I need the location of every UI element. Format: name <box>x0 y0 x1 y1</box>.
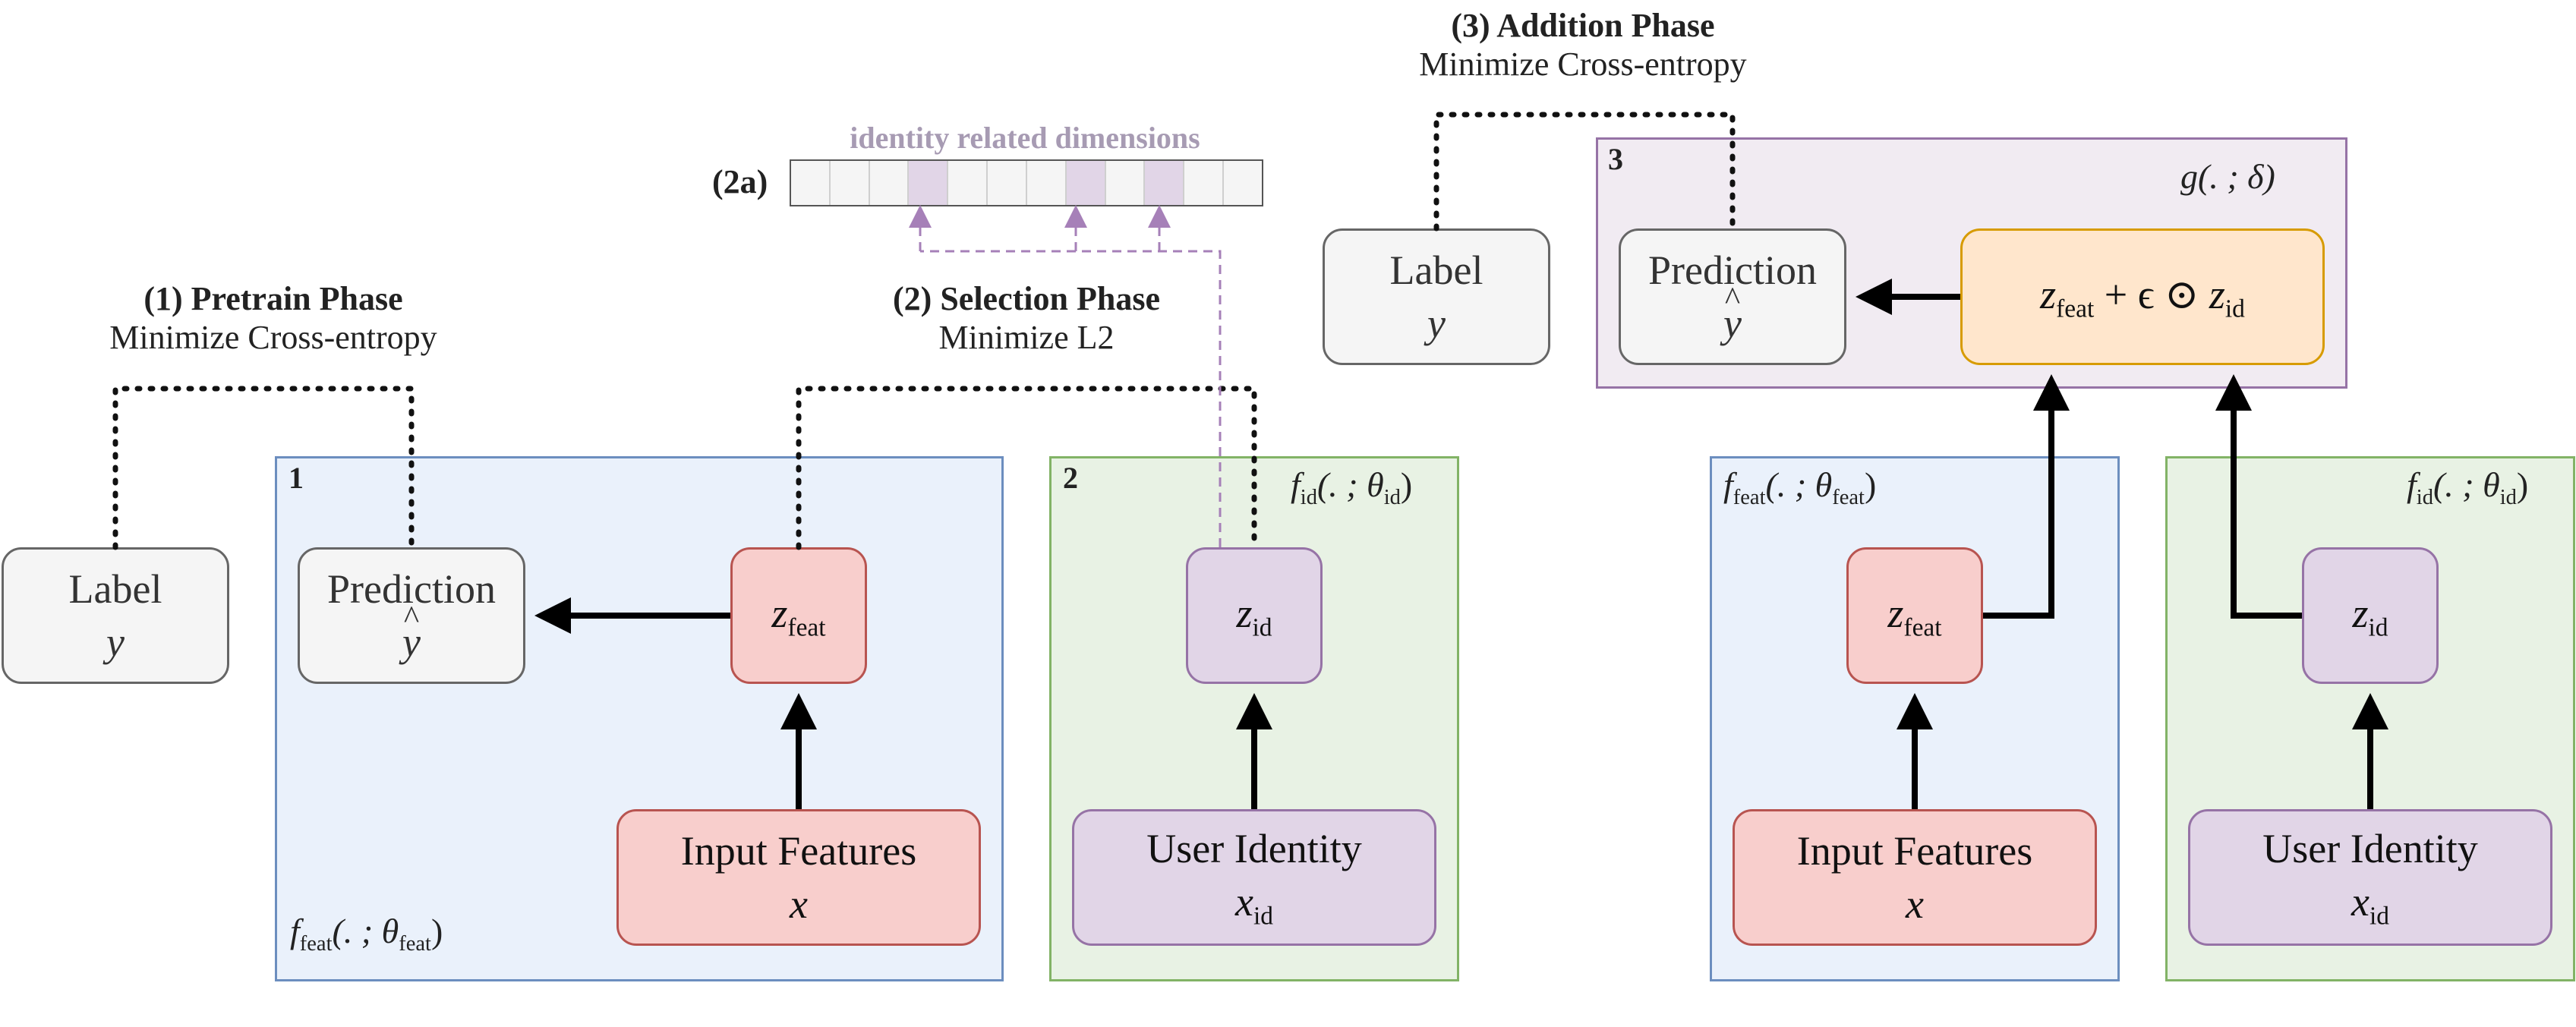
input-features-node-1: Input Features x <box>616 809 981 946</box>
label-text: Label <box>68 565 162 612</box>
func-sub: id <box>1300 485 1317 509</box>
panel-1-function-label: ffeat(. ; θfeat) <box>290 911 443 956</box>
z-feat-node-1: zfeat <box>730 547 867 684</box>
z-sub: feat <box>787 613 826 642</box>
user-identity-node-2: User Identity xid <box>1072 809 1436 946</box>
vector-cell <box>948 161 988 205</box>
func-name: f <box>290 912 300 950</box>
input-features-node-4: Input Features x <box>1733 809 2097 946</box>
func-args-sub: feat <box>1832 485 1865 509</box>
label-node-3: Label y <box>1323 228 1550 365</box>
func-close: ) <box>2516 465 2529 504</box>
z-sub: id <box>2368 613 2388 642</box>
prediction-node-1: Prediction y <box>298 547 525 684</box>
pretrain-phase-heading: (1) Pretrain Phase Minimize Cross-entrop… <box>46 279 501 357</box>
vector-cell-identity <box>1066 161 1106 205</box>
label-var: y <box>1427 301 1446 346</box>
combine-sub-id: id <box>2224 295 2245 323</box>
panel-3-number: 3 <box>1608 142 1623 176</box>
selection-phase-title: (2) Selection Phase <box>893 280 1160 317</box>
vector-cell <box>988 161 1027 205</box>
panel-4-function-label: ffeat(. ; θfeat) <box>1723 465 1876 510</box>
vector-cells <box>791 161 1262 205</box>
func-args-sub: id <box>2499 485 2517 509</box>
vector-label: (2a) <box>712 163 768 200</box>
input-features-text: Input Features <box>1796 827 2033 874</box>
input-features-text: Input Features <box>680 827 917 874</box>
z-var: z <box>771 590 788 636</box>
vector-cell <box>869 161 910 205</box>
selection-phase-heading: (2) Selection Phase Minimize L2 <box>799 279 1254 357</box>
func-name: f <box>1723 465 1733 504</box>
func-name: f <box>2407 465 2417 504</box>
z-feat-node-4: zfeat <box>1846 547 1983 684</box>
embedding-vector <box>790 159 1263 206</box>
user-identity-text: User Identity <box>2262 825 2478 871</box>
input-features-var: x <box>790 881 808 927</box>
user-identity-var: x <box>2351 878 2369 925</box>
panel-2-function-label: fid(. ; θid) <box>1291 465 1412 510</box>
func-close: ) <box>1400 465 1413 504</box>
vector-cell <box>1224 161 1262 205</box>
vector-cell <box>791 161 831 205</box>
z-sub: feat <box>1903 613 1942 642</box>
vector-cell-identity <box>909 161 949 205</box>
vector-cell <box>1184 161 1225 205</box>
func-close: ) <box>1864 465 1877 504</box>
vector-cell-identity <box>1145 161 1185 205</box>
z-var: z <box>1236 590 1253 636</box>
func-args: (. ; θ <box>1316 465 1384 504</box>
vector-caption: identity related dimensions <box>850 121 1200 155</box>
z-sub: id <box>1252 613 1272 642</box>
addition-phase-heading: (3) Addition Phase Minimize Cross-entrop… <box>1355 6 1811 83</box>
panel-3-function-label: g(. ; δ) <box>2180 156 2275 197</box>
user-identity-var: x <box>1234 878 1253 925</box>
user-identity-sub: id <box>1253 902 1273 931</box>
combine-z-id: z <box>2209 271 2225 317</box>
func-args: (. ; θ <box>332 912 399 950</box>
combine-sub-feat: feat <box>2056 295 2095 323</box>
user-identity-sub: id <box>2369 902 2389 931</box>
vector-cell <box>830 161 870 205</box>
func-sub: feat <box>1733 485 1766 509</box>
func-close: ) <box>430 912 443 950</box>
func-args-sub: id <box>1383 485 1401 509</box>
pretrain-phase-subtitle: Minimize Cross-entropy <box>109 319 437 356</box>
z-id-node-5: zid <box>2302 547 2439 684</box>
prediction-var: y <box>402 616 421 669</box>
prediction-var: y <box>1723 297 1742 350</box>
func-name: f <box>1291 465 1301 504</box>
user-identity-text: User Identity <box>1146 825 1362 871</box>
label-text: Label <box>1389 247 1483 293</box>
combine-node: zfeat + ϵ ⊙ zid <box>1960 228 2325 365</box>
addition-phase-title: (3) Addition Phase <box>1451 7 1715 44</box>
user-identity-node-5: User Identity xid <box>2188 809 2552 946</box>
pretrain-phase-title: (1) Pretrain Phase <box>143 280 403 317</box>
label-node-1: Label y <box>2 547 229 684</box>
prediction-node-3: Prediction y <box>1619 228 1846 365</box>
combine-operator: + ϵ ⊙ <box>2104 271 2199 317</box>
selection-phase-subtitle: Minimize L2 <box>938 319 1115 356</box>
label-var: y <box>106 619 125 665</box>
z-var: z <box>1887 590 1904 636</box>
func-sub: id <box>2416 485 2433 509</box>
addition-phase-subtitle: Minimize Cross-entropy <box>1419 46 1747 83</box>
func-args: (. ; θ <box>1765 465 1833 504</box>
func-g: g(. ; δ) <box>2180 157 2275 196</box>
combine-z-feat: z <box>2040 271 2057 317</box>
func-sub: feat <box>299 931 333 956</box>
vector-cell <box>1026 161 1067 205</box>
panel-1-number: 1 <box>288 461 304 495</box>
panel-2-number: 2 <box>1063 461 1078 495</box>
panel-5-function-label: fid(. ; θid) <box>2407 465 2528 510</box>
z-id-node-2: zid <box>1186 547 1323 684</box>
func-args: (. ; θ <box>2433 465 2500 504</box>
z-var: z <box>2352 590 2369 636</box>
input-features-var: x <box>1906 881 1924 927</box>
func-args-sub: feat <box>399 931 431 956</box>
vector-cell <box>1105 161 1146 205</box>
